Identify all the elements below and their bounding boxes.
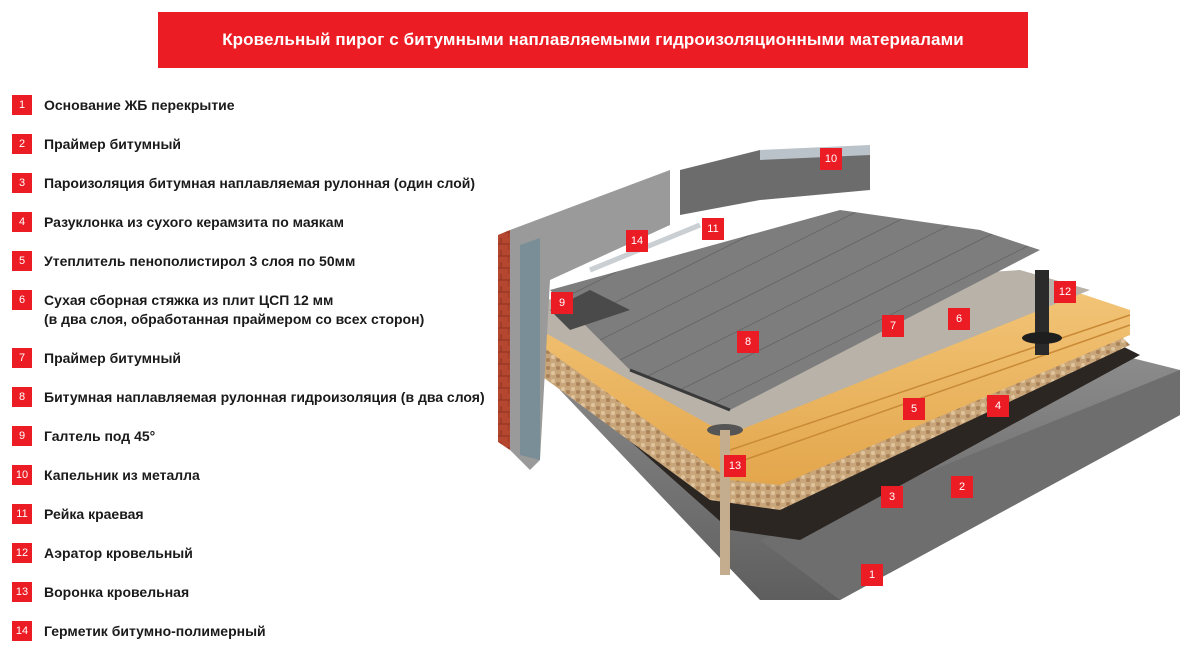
- legend-badge: 14: [12, 621, 32, 641]
- legend-text: Разуклонка из сухого керамзита по маякам: [44, 213, 344, 232]
- callout-7: 7: [882, 315, 904, 337]
- legend-text: Праймер битумный: [44, 349, 181, 368]
- legend-badge: 5: [12, 251, 32, 271]
- callout-8: 8: [737, 331, 759, 353]
- legend-item: 11 Рейка краевая: [12, 504, 144, 524]
- legend-badge: 1: [12, 95, 32, 115]
- legend-text: Основание ЖБ перекрытие: [44, 96, 235, 115]
- callout-10: 10: [820, 148, 842, 170]
- callout-3: 3: [881, 486, 903, 508]
- legend-text: Галтель под 45°: [44, 427, 155, 446]
- legend-text: Пароизоляция битумная наплавляемая рулон…: [44, 174, 475, 193]
- callout-5: 5: [903, 398, 925, 420]
- legend-text: Утеплитель пенополистирол 3 слоя по 50мм: [44, 252, 355, 271]
- legend-item: 9 Галтель под 45°: [12, 426, 155, 446]
- callout-2: 2: [951, 476, 973, 498]
- drain-pipe: [720, 430, 730, 575]
- legend-badge: 9: [12, 426, 32, 446]
- legend-text: Герметик битумно-полимерный: [44, 622, 266, 641]
- legend-item: 8 Битумная наплавляемая рулонная гидроиз…: [12, 387, 485, 407]
- roof-cross-section-diagram: 10 11 14 12 9 7 6 8 5 4 13 3 2 1: [480, 130, 1200, 659]
- callout-11: 11: [702, 218, 724, 240]
- legend-text: Аэратор кровельный: [44, 544, 193, 563]
- legend-badge: 3: [12, 173, 32, 193]
- legend-item: 3 Пароизоляция битумная наплавляемая рул…: [12, 173, 475, 193]
- callout-9: 9: [551, 292, 573, 314]
- legend-text: Рейка краевая: [44, 505, 144, 524]
- legend-badge: 13: [12, 582, 32, 602]
- legend-badge: 11: [12, 504, 32, 524]
- legend-text: Битумная наплавляемая рулонная гидроизол…: [44, 388, 485, 407]
- legend-item: 14 Герметик битумно-полимерный: [12, 621, 266, 641]
- page-title: Кровельный пирог с битумными наплавляемы…: [222, 30, 964, 50]
- legend-item: 4 Разуклонка из сухого керамзита по маяк…: [12, 212, 344, 232]
- callout-13: 13: [724, 455, 746, 477]
- title-banner: Кровельный пирог с битумными наплавляемы…: [158, 12, 1028, 68]
- legend-text: Воронка кровельная: [44, 583, 189, 602]
- legend-badge: 8: [12, 387, 32, 407]
- legend-item: 5 Утеплитель пенополистирол 3 слоя по 50…: [12, 251, 355, 271]
- roof-illustration: [480, 130, 1200, 659]
- callout-4: 4: [987, 395, 1009, 417]
- callout-6: 6: [948, 308, 970, 330]
- legend-item: 6 Сухая сборная стяжка из плит ЦСП 12 мм…: [12, 290, 424, 329]
- legend-item: 1 Основание ЖБ перекрытие: [12, 95, 235, 115]
- legend-badge: 12: [12, 543, 32, 563]
- legend-item: 13 Воронка кровельная: [12, 582, 189, 602]
- legend-badge: 2: [12, 134, 32, 154]
- brick-facade: [498, 230, 510, 450]
- legend-item: 12 Аэратор кровельный: [12, 543, 193, 563]
- legend-item: 2 Праймер битумный: [12, 134, 181, 154]
- callout-1: 1: [861, 564, 883, 586]
- legend-badge: 7: [12, 348, 32, 368]
- legend-item: 7 Праймер битумный: [12, 348, 181, 368]
- legend-text: Праймер битумный: [44, 135, 181, 154]
- legend-badge: 4: [12, 212, 32, 232]
- legend-text: Капельник из металла: [44, 466, 200, 485]
- callout-14: 14: [626, 230, 648, 252]
- legend-text-line: (в два слоя, обработанная праймером со в…: [44, 310, 424, 329]
- aerator-flange: [1022, 332, 1062, 344]
- legend-text-line: Сухая сборная стяжка из плит ЦСП 12 мм: [44, 291, 424, 310]
- legend-item: 10 Капельник из металла: [12, 465, 200, 485]
- wall-insulation: [520, 238, 540, 460]
- legend-badge: 6: [12, 290, 32, 310]
- legend-badge: 10: [12, 465, 32, 485]
- legend-text: Сухая сборная стяжка из плит ЦСП 12 мм (…: [44, 291, 424, 329]
- callout-12: 12: [1054, 281, 1076, 303]
